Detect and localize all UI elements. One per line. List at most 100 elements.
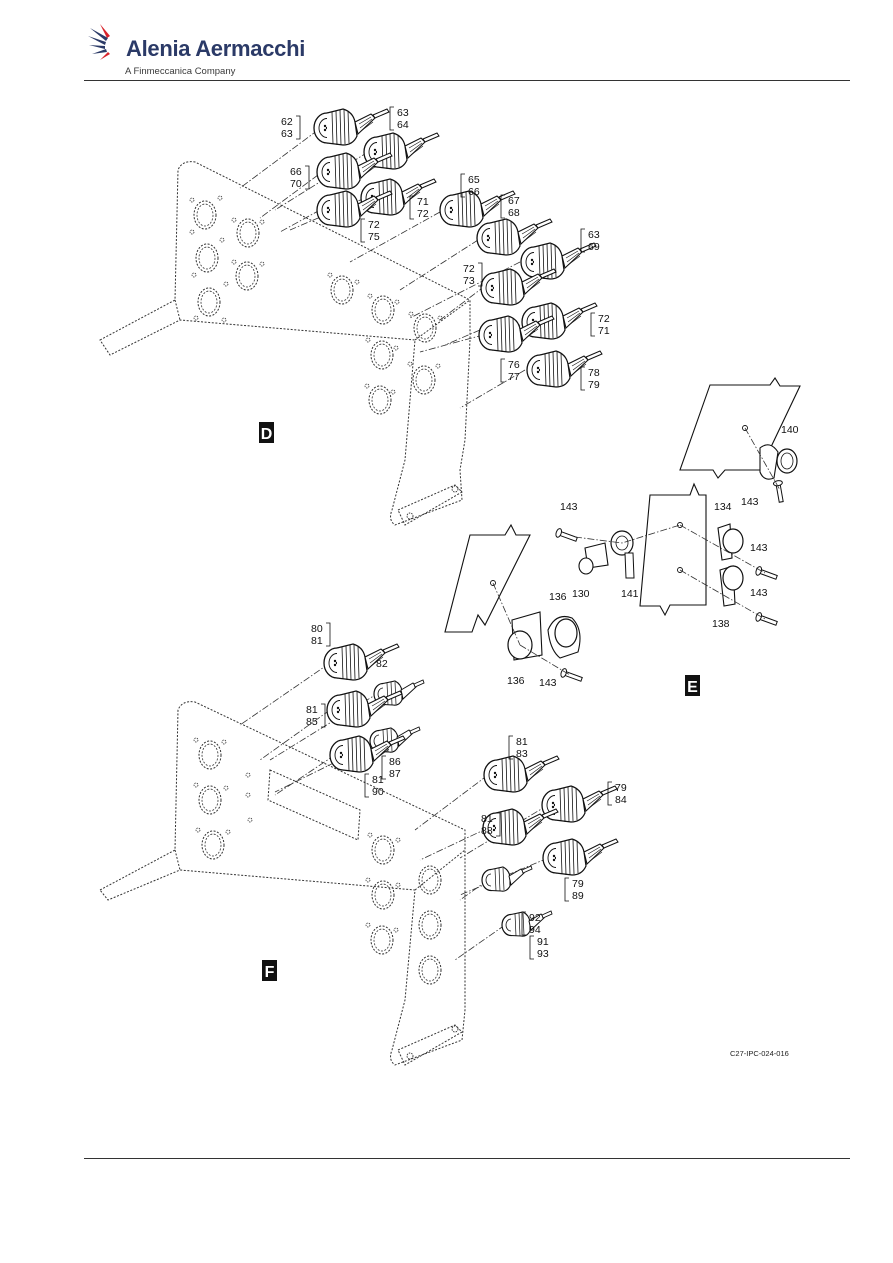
callout-bracket: [321, 703, 326, 728]
callout-number: 66: [468, 186, 480, 198]
callout-number: 87: [389, 768, 401, 780]
callout-number: 73: [463, 275, 475, 287]
callout-143: 143: [750, 587, 768, 599]
callout-number: 134: [714, 501, 732, 513]
callout-number: 84: [615, 794, 627, 806]
callout-bracket: [500, 358, 505, 383]
callout-143: 143: [741, 496, 759, 508]
callout-number: 92: [529, 912, 541, 924]
callout-number: 86: [389, 756, 401, 768]
view-e-tag: E: [685, 675, 700, 696]
callout-number: 82: [376, 658, 388, 670]
callout-number: 70: [290, 178, 302, 190]
callout-number: 63: [281, 128, 293, 140]
callout-bracket: [478, 262, 483, 287]
callout-number: 81: [481, 813, 493, 825]
callout-number: 93: [537, 948, 549, 960]
callout-bracket: [460, 173, 465, 198]
callout-bracket: [590, 312, 595, 337]
callout-bracket: [529, 935, 534, 960]
brand-logo-icon: [88, 24, 110, 60]
view-d-connectors: [313, 108, 603, 388]
callout-number: 81: [311, 635, 323, 647]
callout-number: 64: [397, 119, 409, 131]
callout-number: 143: [750, 587, 768, 599]
callout-134: 134: [714, 501, 732, 513]
callout-bracket: [496, 812, 501, 837]
callout-number: 91: [537, 936, 549, 948]
callout-number: 143: [750, 542, 768, 554]
svg-text:F: F: [265, 964, 275, 981]
callout-number: 71: [598, 325, 610, 337]
callout-number: 79: [615, 782, 627, 794]
callout-bracket: [580, 228, 585, 253]
callout-number: 83: [516, 748, 528, 760]
callout-bracket: [389, 106, 394, 131]
svg-text:D: D: [261, 426, 273, 443]
callout-bracket: [381, 755, 386, 780]
callout-number: 75: [368, 231, 380, 243]
callout-bracket: [580, 366, 585, 391]
callout-number: 72: [598, 313, 610, 325]
callout-82: 82: [376, 658, 388, 670]
callout-bracket: [360, 218, 365, 243]
view-e-plates: [444, 377, 801, 633]
callout-number: 81: [372, 774, 384, 786]
callout-bracket: [364, 773, 369, 798]
callout-labels: 6263636466707172727565666768636972737271…: [281, 106, 799, 960]
callout-number: 79: [572, 878, 584, 890]
callout-number: 69: [588, 241, 600, 253]
callout-number: 88: [481, 825, 493, 837]
callout-bracket: [296, 115, 301, 140]
callout-bracket: [564, 877, 569, 902]
callout-bracket: [508, 735, 513, 760]
callout-number: 94: [529, 924, 541, 936]
header-rule: [84, 80, 850, 81]
callout-number: 143: [560, 501, 578, 513]
brand-subtitle: A Finmeccanica Company: [125, 66, 236, 77]
callout-number: 130: [572, 588, 590, 600]
callout-143: 143: [539, 677, 557, 689]
callout-number: 65: [468, 174, 480, 186]
callout-number: 143: [741, 496, 759, 508]
callout-number: 138: [712, 618, 730, 630]
callout-number: 66: [290, 166, 302, 178]
view-e-hardware: [490, 425, 798, 685]
callout-number: 141: [621, 588, 639, 600]
drawing-code: C27-IPC-024-016: [730, 1049, 789, 1058]
callout-130: 130: [572, 588, 590, 600]
callout-140: 140: [781, 424, 799, 436]
callout-number: 78: [588, 367, 600, 379]
view-d-panel: [99, 161, 471, 526]
callout-number: 79: [588, 379, 600, 391]
callout-143: 143: [560, 501, 578, 513]
callout-number: 81: [306, 704, 318, 716]
callout-number: 72: [463, 263, 475, 275]
callout-number: 136: [549, 591, 567, 603]
callout-bracket: [521, 911, 526, 936]
callout-143: 143: [750, 542, 768, 554]
callout-number: 67: [508, 195, 520, 207]
callout-number: 63: [397, 107, 409, 119]
callout-141: 141: [621, 588, 639, 600]
callout-number: 71: [417, 196, 429, 208]
callout-bracket: [326, 622, 331, 647]
svg-text:E: E: [687, 679, 698, 696]
